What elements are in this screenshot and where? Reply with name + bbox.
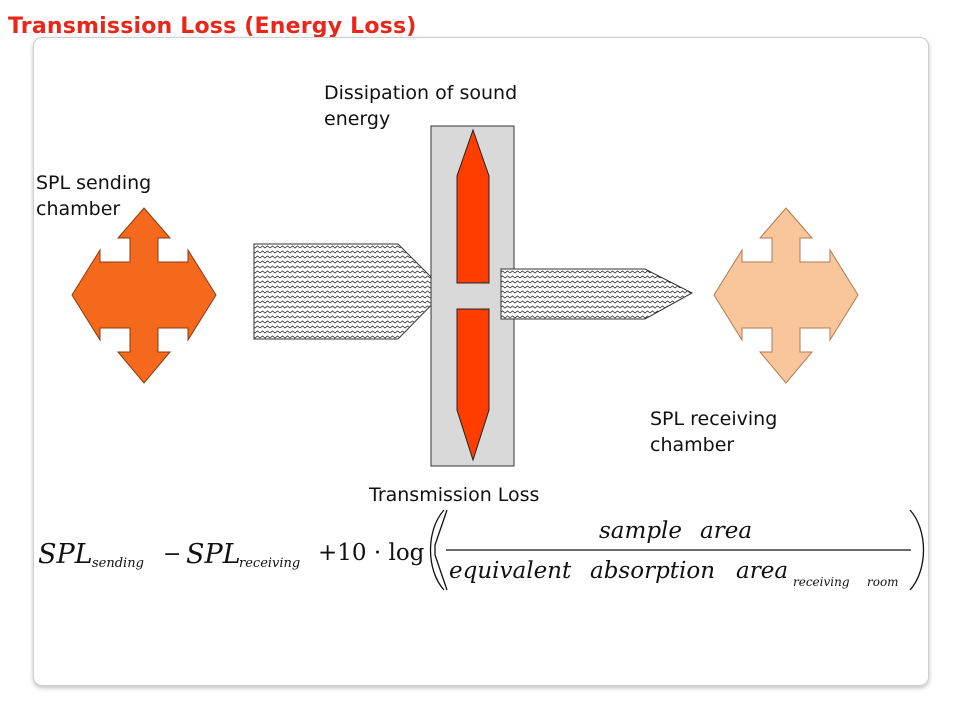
transmission-loss-label: Transmission Loss [369, 484, 540, 506]
dissipation-bar-upper [456, 128, 490, 284]
sending-chamber-label-line-1: SPL sending [36, 172, 152, 194]
receiving-chamber-label: SPL receiving chamber [650, 406, 777, 458]
formula-left-paren [429, 509, 448, 591]
formula-minus: − [163, 542, 181, 567]
dissipation-bar-lower [456, 308, 490, 462]
formula-spl-2: SPL [186, 539, 241, 570]
transmission-loss-formula: SPL sending − SPL receiving +10 · log sa… [38, 509, 925, 591]
formula-denominator-area: area [736, 558, 788, 584]
formula-sub-receiving-room-2: room [867, 575, 899, 589]
incident-sound-arrow-icon [253, 243, 446, 340]
formula-denominator-absorption: absorption [590, 558, 715, 584]
formula-sub-receiving: receiving [239, 556, 300, 571]
formula-numerator-area: area [700, 518, 752, 544]
sending-chamber-arrow-icon [71, 207, 217, 384]
dissipation-label: Dissipation of sound energy [324, 80, 517, 132]
formula-sub-receiving-room-1: receiving [793, 575, 850, 589]
receiving-chamber-label-line-1: SPL receiving [650, 408, 778, 430]
formula-denominator-equivalent: equivalent [449, 558, 572, 584]
sending-chamber-label-line-2: chamber [36, 198, 121, 220]
formula-right-paren [909, 509, 925, 591]
sending-chamber-label: SPL sending chamber [36, 170, 151, 222]
formula-spl-1: SPL [38, 539, 93, 570]
dissipation-label-line-1: Dissipation of sound [324, 82, 518, 104]
formula-plus-ten-log: +10 · log [318, 540, 425, 566]
receiving-chamber-arrow-icon [713, 207, 859, 384]
slide-title: Transmission Loss (Energy Loss) [8, 14, 417, 39]
formula-numerator-sample: sample [599, 518, 682, 544]
receiving-chamber-label-line-2: chamber [650, 434, 735, 456]
transmitted-sound-arrow-icon [500, 268, 694, 320]
dissipation-label-line-2: energy [324, 108, 391, 130]
formula-sub-sending: sending [92, 556, 144, 571]
